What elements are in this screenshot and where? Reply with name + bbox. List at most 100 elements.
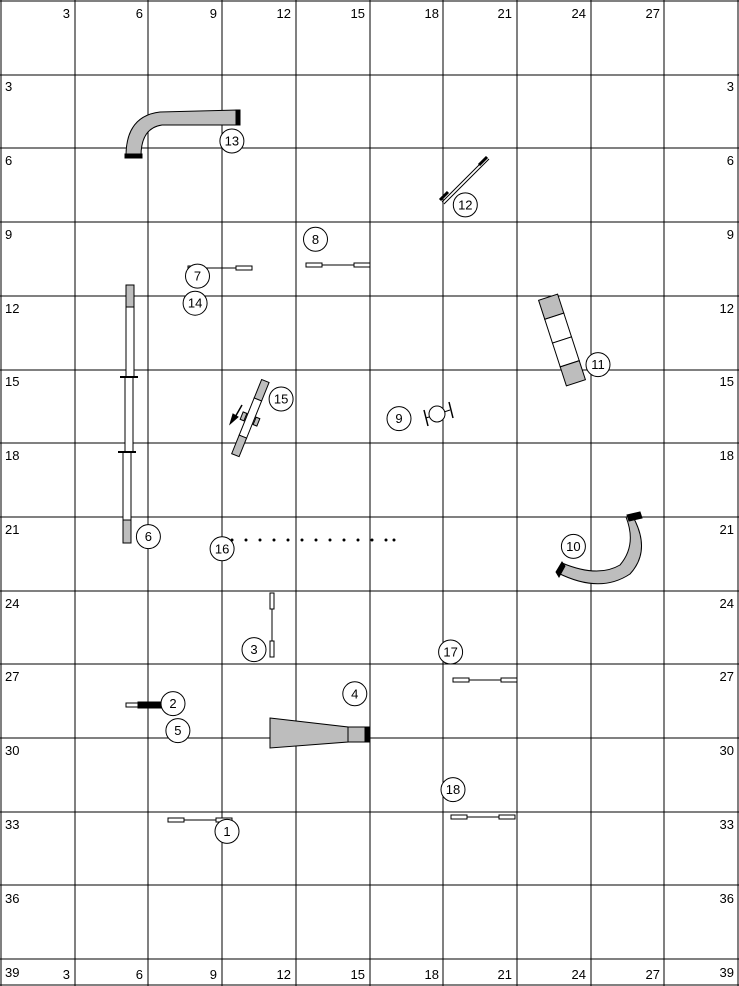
sequence-circle <box>268 386 294 412</box>
sequence-label: 13 <box>225 134 239 149</box>
sequence-number-11: 11 <box>585 352 611 378</box>
top-label: 21 <box>498 6 512 21</box>
dotted-line-16 <box>230 538 396 542</box>
top-axis: 3 6 9 12 15 18 21 24 27 <box>63 6 660 21</box>
sequence-number-13: 13 <box>219 128 245 154</box>
sequence-circle <box>219 128 245 154</box>
sequence-label: 16 <box>215 541 229 556</box>
sequence-number-2: 2 <box>160 691 186 717</box>
bottom-label: 12 <box>277 967 291 982</box>
left-label: 18 <box>5 448 19 463</box>
top-label: 12 <box>277 6 291 21</box>
corner-label-bottom-right: 39 <box>720 965 734 980</box>
corner-label-bottom-left: 39 <box>5 965 19 980</box>
left-label: 12 <box>5 301 19 316</box>
sequence-label: 11 <box>591 357 605 372</box>
left-label: 9 <box>5 227 12 242</box>
sequence-circle <box>452 192 478 218</box>
direction-arrow <box>229 404 243 426</box>
bottom-label: 18 <box>425 967 439 982</box>
jump-8 <box>305 262 371 268</box>
bottom-axis: 39 3 6 9 12 15 18 21 24 27 39 <box>5 965 734 982</box>
jump-12 <box>438 155 490 205</box>
top-label: 15 <box>351 6 365 21</box>
sequence-number-9: 9 <box>386 406 412 432</box>
bottom-label: 6 <box>136 967 143 982</box>
right-axis: 3 6 9 12 15 18 21 24 27 30 33 36 <box>720 79 734 906</box>
sequence-label: 1 <box>223 824 230 839</box>
sequence-number-10: 10 <box>560 533 586 559</box>
sequence-number-4: 4 <box>342 681 368 707</box>
sequence-label: 6 <box>145 529 152 544</box>
left-label: 33 <box>5 817 19 832</box>
sequence-label: 9 <box>395 411 402 426</box>
bottom-label: 21 <box>498 967 512 982</box>
curved-tunnel-10 <box>555 511 643 585</box>
sequence-label: 18 <box>446 782 460 797</box>
bottom-label: 27 <box>646 967 660 982</box>
top-label: 27 <box>646 6 660 21</box>
left-label: 21 <box>5 522 19 537</box>
left-label: 3 <box>5 79 12 94</box>
right-label: 27 <box>720 669 734 684</box>
teeter-15 <box>231 378 270 458</box>
sequence-number-8: 8 <box>303 226 328 252</box>
sequence-label: 5 <box>174 723 181 738</box>
top-label: 3 <box>63 6 70 21</box>
sequence-label: 4 <box>351 686 358 701</box>
right-label: 9 <box>727 227 734 242</box>
sequence-circle <box>182 290 208 316</box>
sequence-number-7: 7 <box>185 263 210 289</box>
left-label: 30 <box>5 743 19 758</box>
sequence-circle <box>135 524 161 550</box>
sequence-label: 10 <box>566 539 580 554</box>
sequence-number-6: 6 <box>135 524 161 550</box>
sequence-number-12: 12 <box>452 192 478 218</box>
right-label: 21 <box>720 522 734 537</box>
top-label: 6 <box>136 6 143 21</box>
right-label: 12 <box>720 301 734 316</box>
sequence-label: 15 <box>274 392 288 407</box>
top-label: 9 <box>210 6 217 21</box>
sequence-circle <box>585 352 611 378</box>
bottom-label: 3 <box>63 967 70 982</box>
sequence-label: 12 <box>458 197 472 212</box>
sequence-circle <box>214 818 240 844</box>
sequence-circle <box>342 681 368 707</box>
right-label: 15 <box>720 374 734 389</box>
sequence-circle <box>303 226 328 252</box>
top-label: 18 <box>425 6 439 21</box>
sequence-number-3: 3 <box>241 637 267 663</box>
tire-9 <box>423 401 454 427</box>
right-label: 24 <box>720 596 734 611</box>
bottom-label: 9 <box>210 967 217 982</box>
right-label: 36 <box>720 891 734 906</box>
sequence-number-16: 16 <box>209 536 235 562</box>
jump-3 <box>269 592 275 658</box>
sequence-number-14: 14 <box>182 290 208 316</box>
sequence-label: 7 <box>194 269 201 284</box>
sequence-number-18: 18 <box>440 777 466 803</box>
right-label: 33 <box>720 817 734 832</box>
sequence-circle <box>209 536 235 562</box>
equipment-layer <box>118 109 643 823</box>
sequence-circle <box>185 263 210 289</box>
sequence-circle <box>438 639 464 665</box>
chute-tunnel-4 <box>269 717 371 749</box>
left-label: 27 <box>5 669 19 684</box>
jump-17 <box>452 677 518 683</box>
sequence-number-17: 17 <box>438 639 464 665</box>
bottom-label: 15 <box>351 967 365 982</box>
sequence-label: 17 <box>443 645 457 660</box>
sequence-label: 14 <box>188 296 202 311</box>
sequence-circle <box>160 691 186 717</box>
sequence-circle <box>560 533 586 559</box>
right-label: 3 <box>727 79 734 94</box>
sequence-circle <box>386 406 412 432</box>
left-label: 15 <box>5 374 19 389</box>
sequence-label: 8 <box>312 232 319 247</box>
left-label: 24 <box>5 596 19 611</box>
sequence-number-15: 15 <box>268 386 294 412</box>
